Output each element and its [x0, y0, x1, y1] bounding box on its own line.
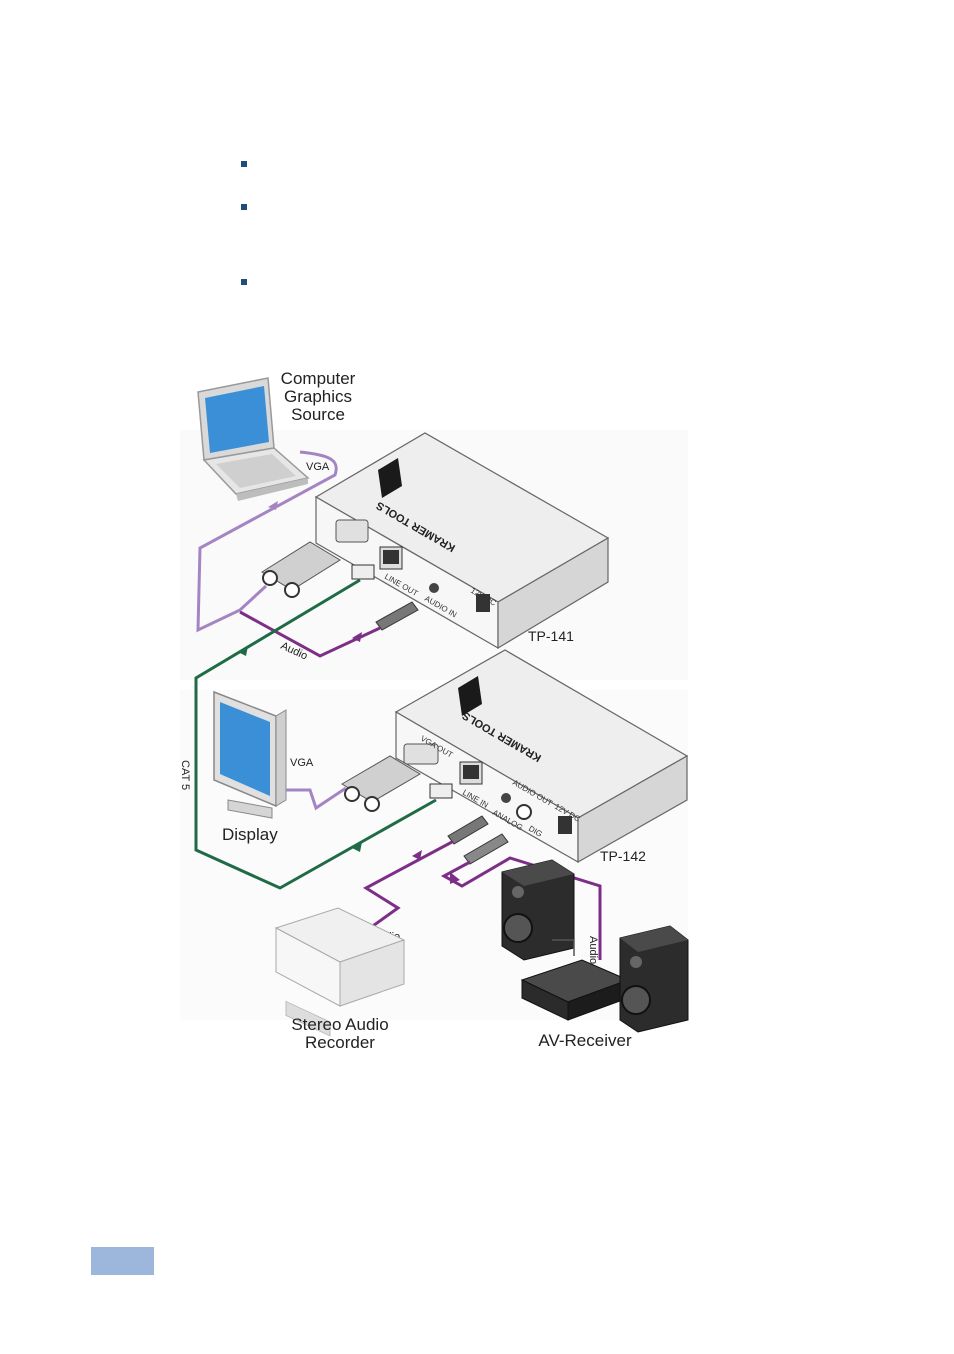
av-receiver-icon [520, 959, 630, 1021]
av-receiver-label: AV-Receiver [538, 1031, 632, 1050]
speaker-wire-left [552, 939, 575, 956]
laptop-icon [197, 377, 310, 501]
digital-audio-plug-rx [463, 833, 509, 865]
audio-arrow-recorder [412, 850, 422, 860]
bullet-marker-2 [241, 204, 247, 210]
bullet-marker-3 [241, 279, 247, 285]
analog-audio-out-port [501, 793, 511, 803]
dc-power-port-rx [558, 816, 572, 834]
cat5-arrow-2 [352, 842, 362, 852]
tp-141-label: TP-141 [528, 628, 574, 644]
vga-out-port [403, 743, 439, 765]
cat5-plug-rx [429, 783, 453, 799]
digital-audio-out-port [516, 804, 532, 820]
svg-text:Computer: Computer [281, 369, 356, 388]
cat5-label: CAT 5 [180, 760, 191, 790]
svg-text:Graphics: Graphics [284, 387, 352, 406]
audio-label-receiver: Audio [587, 936, 599, 964]
audio-cable-receiver [440, 856, 602, 960]
audio-arrow-receiver [450, 872, 460, 884]
cat5-cable [194, 578, 437, 890]
speaker-right-icon [619, 925, 689, 1033]
tp-142-label: TP-142 [600, 848, 646, 864]
display-monitor-icon [213, 690, 287, 819]
vga-in-port [335, 519, 369, 543]
vga-connector-tx [261, 541, 341, 598]
kramer-logo-tx [378, 458, 402, 498]
vga-label-tx: VGA [306, 461, 330, 473]
svg-text:Stereo Audio: Stereo Audio [291, 1015, 388, 1034]
bullet-marker-1 [241, 161, 247, 167]
stereo-audio-recorder-label: Stereo Audio Recorder [291, 1015, 388, 1052]
display-label: Display [222, 825, 278, 844]
dc-power-port-tx [476, 594, 490, 612]
tp-142-device [394, 649, 689, 864]
speaker-left-icon [501, 859, 575, 961]
svg-text:Source: Source [291, 405, 345, 424]
kramer-logo-rx [458, 676, 482, 716]
computer-graphics-source-label: Computer Graphics Source [281, 369, 356, 424]
cat5-plug-tx [351, 564, 375, 580]
analog-audio-plug-rx [447, 815, 489, 845]
stereo-audio-recorder-icon [274, 907, 406, 1037]
audio-plug-tx [375, 601, 419, 631]
vga-cable-rx [286, 786, 347, 811]
connection-diagram: Computer Graphics Source LINE OUT AUDIO … [180, 369, 689, 1052]
vga-connector-rx [341, 755, 421, 812]
vga-arrow-tx [268, 501, 278, 510]
svg-text:Recorder: Recorder [305, 1033, 375, 1052]
vga-label-rx: VGA [290, 757, 314, 769]
vga-cable-tx [196, 450, 338, 633]
audio-in-port [429, 583, 439, 593]
cat5-arrow-1 [238, 646, 248, 656]
audio-arrow-tx [352, 632, 362, 642]
page-number-tab [91, 1247, 154, 1275]
tp-141-device [314, 432, 610, 650]
audio-cable-recorder [363, 840, 453, 930]
